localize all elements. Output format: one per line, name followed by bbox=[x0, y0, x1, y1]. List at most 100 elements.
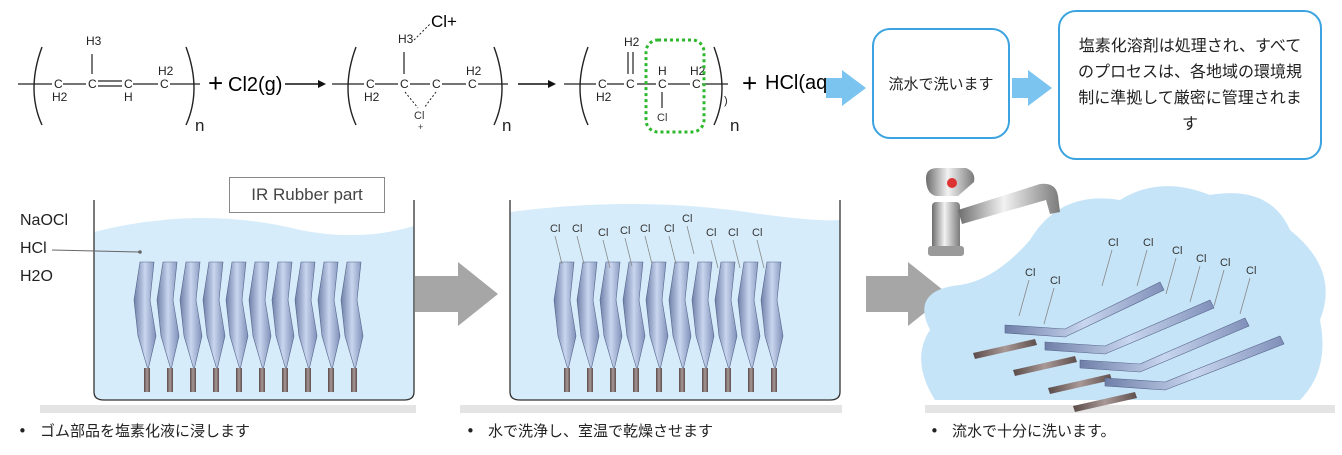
rubber-part bbox=[714, 261, 738, 392]
rubber-part bbox=[294, 261, 318, 392]
rubber-part bbox=[271, 261, 295, 392]
atom-ch3: H3 bbox=[86, 34, 102, 48]
caption-stage-2: •水で洗浄し、室温で乾燥させます bbox=[466, 422, 714, 440]
chem-h2o: H2O bbox=[20, 268, 53, 285]
svg-text:C: C bbox=[366, 77, 375, 91]
rubber-parts-group-1 bbox=[133, 261, 364, 392]
intermediate-structure: C H2 C H3 Cl+ C Cl + C H2 n bbox=[332, 12, 511, 135]
hydrochloric-acid: HCl(aq bbox=[765, 72, 827, 94]
regulation-box: 塩素化溶剤は処理され、すべてのプロセスは、各地域の環境規制に準拠して厳密に管理さ… bbox=[1058, 10, 1322, 160]
rubber-part bbox=[553, 261, 577, 392]
svg-text:C: C bbox=[692, 77, 701, 91]
rubber-parts-group-3 bbox=[973, 281, 1285, 412]
svg-text:C: C bbox=[400, 77, 409, 91]
chlorine-label: Cl bbox=[752, 227, 762, 239]
svg-text:H2: H2 bbox=[624, 35, 640, 49]
rubber-part bbox=[668, 261, 692, 392]
svg-text:C: C bbox=[468, 77, 477, 91]
chlorine-label: Cl bbox=[682, 213, 692, 225]
rubber-part bbox=[576, 261, 600, 392]
rubber-part bbox=[760, 261, 784, 392]
atom-h2a: H2 bbox=[52, 90, 68, 104]
atom-c4: C bbox=[160, 77, 169, 91]
faucet-icon bbox=[926, 168, 1060, 256]
chlorine-label: Cl bbox=[1050, 275, 1060, 287]
chlorine-label: Cl bbox=[1246, 265, 1256, 277]
plus-sign-2: + bbox=[742, 68, 757, 98]
svg-text:C: C bbox=[432, 77, 441, 91]
blue-arrow-1 bbox=[826, 70, 866, 106]
highlight-box bbox=[644, 38, 706, 134]
svg-text:+: + bbox=[418, 122, 423, 132]
ir-rubber-label: IR Rubber part bbox=[229, 177, 385, 213]
monomer-structure: C H2 C H3 C H C H2 n bbox=[18, 34, 204, 135]
chlorine-label: Cl bbox=[598, 227, 608, 239]
svg-text:C: C bbox=[658, 77, 667, 91]
repeat-n-3: n bbox=[730, 116, 739, 135]
rinse-box: 流水で洗います bbox=[872, 28, 1010, 139]
plus-sign-1: + bbox=[208, 68, 223, 98]
chloronium-cation: Cl+ bbox=[431, 12, 457, 31]
svg-text:H2: H2 bbox=[596, 90, 612, 104]
chem-naocl: NaOCl bbox=[20, 212, 69, 229]
rubber-part bbox=[179, 261, 203, 392]
atom-h2b: H2 bbox=[158, 64, 174, 78]
chlorine-label: Cl bbox=[1025, 267, 1035, 279]
rubber-part bbox=[622, 261, 646, 392]
atom-c3: C bbox=[124, 77, 133, 91]
svg-text:H: H bbox=[658, 64, 667, 78]
atom-c1: C bbox=[54, 77, 63, 91]
rubber-part bbox=[317, 261, 341, 392]
chlorine-label: Cl bbox=[1108, 237, 1118, 249]
atom-c2: C bbox=[88, 77, 97, 91]
svg-text:H3: H3 bbox=[398, 32, 414, 46]
rubber-part bbox=[645, 261, 669, 392]
rubber-part bbox=[156, 261, 180, 392]
chem-hcl: HCl bbox=[20, 240, 47, 257]
repeat-n-1: n bbox=[195, 116, 204, 135]
chlorine-label: Cl bbox=[1172, 245, 1182, 257]
caption-stage-1: •ゴム部品を塩素化液に浸します bbox=[18, 422, 251, 440]
chlorine-label: Cl bbox=[550, 223, 560, 235]
caption-stage-3: •流水で十分に洗います。 bbox=[930, 422, 1116, 440]
rubber-part bbox=[225, 261, 249, 392]
chlorine-label: Cl bbox=[706, 227, 716, 239]
chlorine-label: Cl bbox=[728, 227, 738, 239]
svg-text:H2: H2 bbox=[466, 64, 482, 78]
rubber-part bbox=[133, 261, 157, 392]
rubber-part bbox=[202, 261, 226, 392]
blue-arrow-2 bbox=[1012, 70, 1052, 106]
svg-text:H2: H2 bbox=[690, 64, 706, 78]
rubber-part bbox=[248, 261, 272, 392]
rubber-parts-group-2 bbox=[553, 261, 784, 392]
chlorine-label: Cl bbox=[664, 223, 674, 235]
chlorine-label: Cl bbox=[620, 225, 630, 237]
rubber-part bbox=[973, 281, 1165, 359]
chlorine-gas: Cl2(g) bbox=[228, 74, 282, 96]
rubber-part bbox=[737, 261, 761, 392]
rubber-part bbox=[691, 261, 715, 392]
rubber-part bbox=[1073, 335, 1285, 412]
chlorine-label: Cl bbox=[1143, 237, 1153, 249]
svg-text:): ) bbox=[724, 95, 728, 107]
product-structure: C H2 C H2 C H Cl C H2 ) n bbox=[564, 35, 739, 135]
chlorine-label: Cl bbox=[640, 223, 650, 235]
rubber-part bbox=[1013, 299, 1215, 376]
svg-text:C: C bbox=[626, 77, 635, 91]
rubber-part bbox=[340, 261, 364, 392]
atom-h: H bbox=[124, 90, 133, 104]
gray-arrow-1 bbox=[415, 262, 498, 326]
chlorine-label: Cl bbox=[1220, 257, 1230, 269]
bridging-chlorine: Cl bbox=[414, 110, 424, 122]
chlorine-label: Cl bbox=[1196, 253, 1206, 265]
repeat-n-2: n bbox=[502, 116, 511, 135]
rubber-part bbox=[599, 261, 623, 392]
added-chlorine: Cl bbox=[657, 112, 667, 124]
svg-text:H2: H2 bbox=[364, 90, 380, 104]
rubber-part bbox=[1048, 317, 1250, 394]
svg-text:C: C bbox=[598, 77, 607, 91]
chlorine-label: Cl bbox=[572, 223, 582, 235]
